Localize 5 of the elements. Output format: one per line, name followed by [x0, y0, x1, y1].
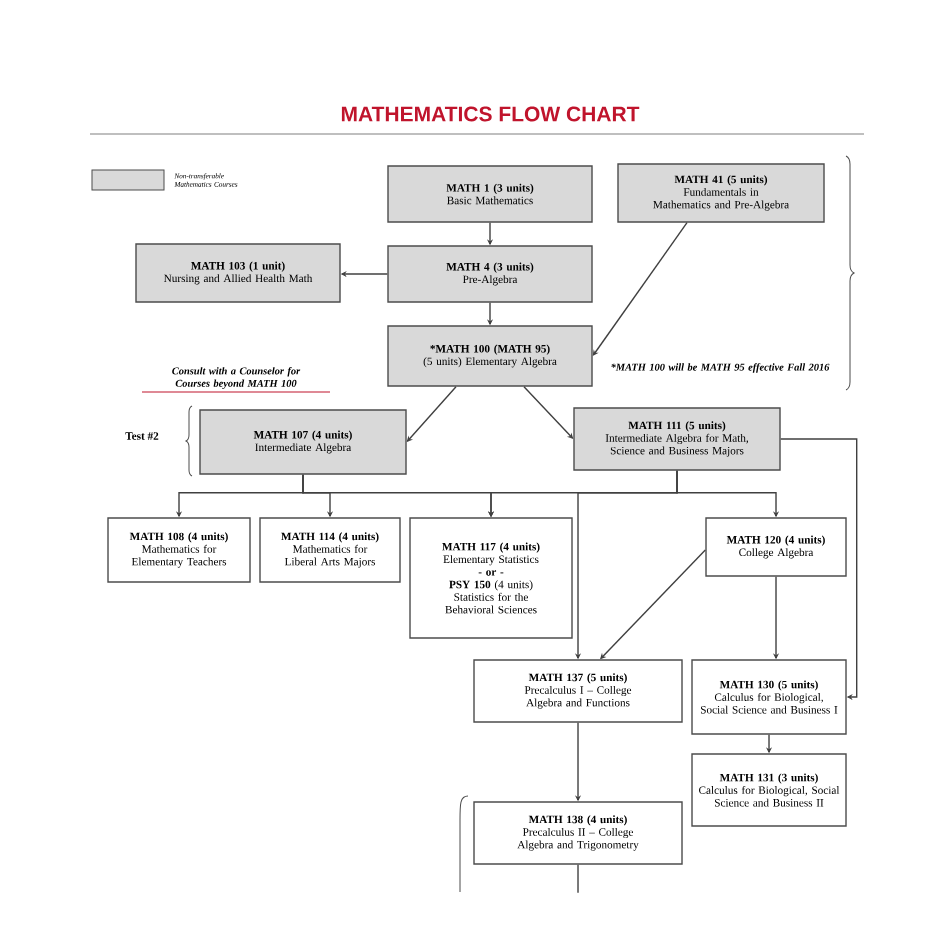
arrow — [780, 438, 858, 701]
arrow — [406, 386, 457, 442]
arrow — [523, 386, 574, 439]
title: MATHEMATICS FLOW CHART — [341, 106, 640, 122]
arrow — [592, 222, 688, 356]
